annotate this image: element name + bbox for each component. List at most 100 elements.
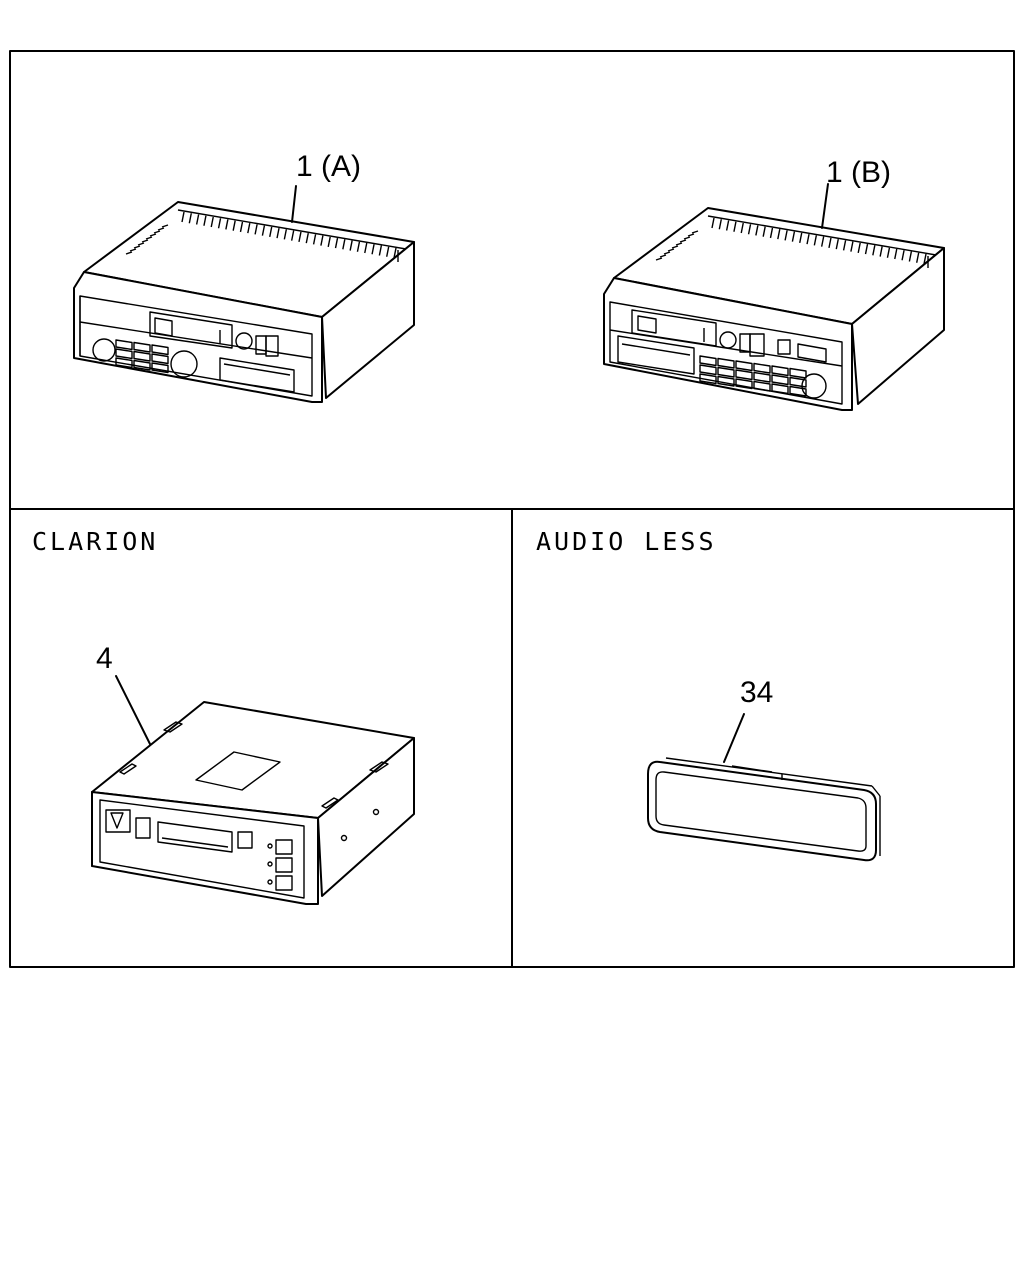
preset-button: [115, 357, 133, 369]
vent-slot: [747, 224, 752, 235]
preset-button: [789, 385, 807, 397]
vent-slot: [850, 241, 854, 252]
vent-slot: [675, 242, 683, 246]
clarion-unit: [91, 675, 415, 905]
vent-slot: [225, 219, 229, 230]
vent-slot: [327, 236, 331, 247]
vent-slot: [916, 252, 920, 263]
vent-slot: [671, 245, 679, 249]
vent-slot: [762, 226, 766, 237]
vent-slot: [312, 234, 317, 245]
vent-slot: [386, 246, 390, 257]
preset-button: [771, 374, 789, 386]
vent-slot: [879, 246, 883, 257]
vent-slot: [740, 222, 744, 234]
preset-button: [151, 353, 169, 365]
callout-1b: 1 (B): [826, 156, 891, 189]
vent-slot: [679, 239, 687, 243]
vent-slot: [687, 233, 695, 237]
vent-slot: [820, 236, 825, 247]
vent-slot: [733, 221, 737, 232]
vent-slot: [784, 230, 788, 241]
vent-slot: [835, 238, 839, 250]
preset-button: [699, 373, 717, 385]
diagram-frame: [9, 50, 1015, 968]
vent-slot: [298, 231, 302, 242]
vent-slot: [188, 213, 192, 224]
vent-slot: [254, 224, 258, 235]
vent-slot: [923, 253, 927, 265]
preset-button: [717, 366, 735, 378]
vent-slot: [320, 235, 324, 246]
vent-slot: [141, 239, 149, 243]
vent-slot: [864, 243, 869, 255]
vent-slot: [364, 242, 368, 254]
preset-button: [133, 350, 151, 362]
preset-button: [771, 383, 789, 395]
preset-button: [753, 380, 771, 392]
section-title-audio-less: AUDIO LESS: [536, 527, 717, 556]
vent-slot: [667, 248, 675, 252]
vent-slot: [791, 231, 796, 242]
vent-slot: [777, 229, 781, 240]
vent-slot: [813, 235, 818, 246]
section-title-clarion: CLARION: [32, 527, 158, 556]
vent-slot: [161, 224, 169, 228]
vent-slot: [334, 237, 339, 249]
vent-slot: [157, 227, 165, 231]
vent-slot: [153, 230, 161, 234]
vent-slot: [711, 217, 715, 229]
vent-slot: [894, 248, 898, 260]
vent-slot: [755, 225, 759, 236]
vent-slot: [806, 234, 810, 245]
preset-button: [753, 362, 771, 374]
radio-unit-1a: [73, 185, 415, 403]
vent-slot: [842, 240, 847, 251]
preset-button: [133, 341, 151, 353]
vent-slot: [769, 227, 774, 239]
vent-slot: [290, 230, 295, 241]
preset-button: [789, 376, 807, 388]
vent-slot: [799, 232, 803, 244]
vent-slot: [349, 240, 353, 251]
vent-slot: [371, 244, 375, 255]
vent-slot: [133, 245, 141, 249]
vent-slot: [393, 247, 397, 259]
preset-button: [735, 378, 753, 390]
vent-slot: [378, 245, 383, 256]
vent-slot: [886, 247, 891, 258]
vent-slot: [356, 241, 361, 252]
vent-slot: [655, 257, 663, 261]
preset-button: [735, 360, 753, 372]
callout-1a: 1 (A): [296, 150, 361, 183]
vent-slot: [210, 216, 214, 228]
preset-button: [735, 369, 753, 381]
vent-slot: [149, 233, 157, 237]
vent-slots: [181, 211, 397, 259]
vent-slot: [828, 237, 832, 248]
vent-slot: [145, 236, 153, 240]
vent-slot: [125, 251, 133, 255]
vent-slot: [872, 245, 876, 256]
callout-4: 4: [96, 642, 113, 675]
vent-slot: [683, 236, 691, 240]
vent-slot: [137, 242, 145, 246]
vent-slot: [908, 251, 913, 262]
vent-slot: [232, 220, 236, 231]
vent-slot: [305, 232, 309, 244]
callout-34: 34: [740, 676, 773, 709]
vent-slot: [269, 226, 273, 238]
preset-button: [771, 365, 789, 377]
vent-slot: [342, 239, 346, 250]
vent-slot: [217, 218, 222, 229]
radio-unit-1b: [603, 183, 945, 411]
vent-slot: [283, 229, 288, 240]
preset-button: [133, 359, 151, 371]
preset-button: [115, 339, 133, 351]
preset-button: [753, 371, 771, 383]
vent-slot: [901, 250, 905, 261]
vent-slot: [659, 254, 667, 258]
vent-slot: [129, 248, 137, 252]
vent-slot: [239, 221, 244, 233]
